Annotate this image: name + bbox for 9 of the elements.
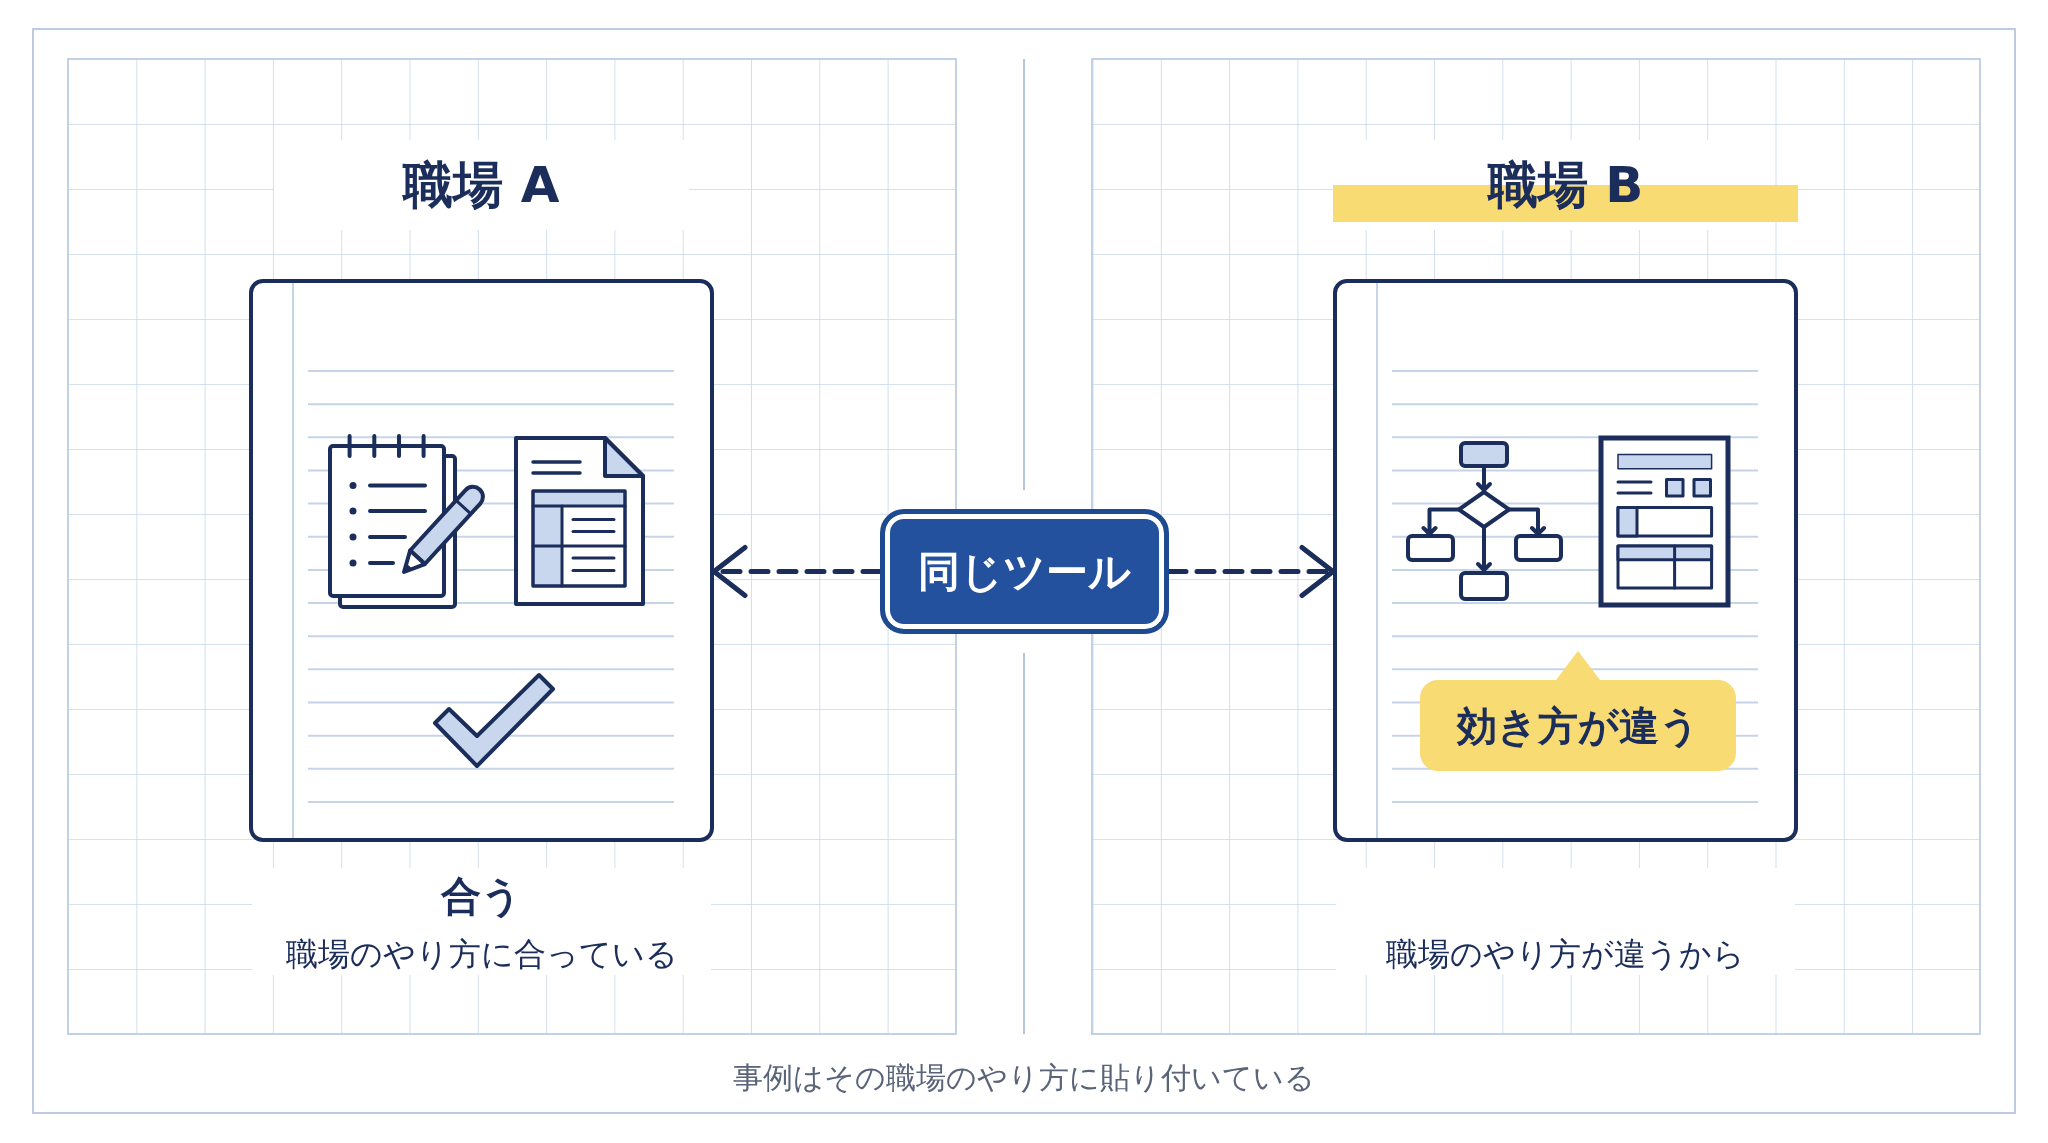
workplace-title: 職場 A: [403, 155, 560, 215]
speech-bubble: [1420, 651, 1736, 771]
description-text: 職場のやり方が違うから: [1386, 934, 1745, 975]
description-text: 職場のやり方に合っている: [285, 934, 678, 975]
bubble-text: 効き方が違う: [1456, 701, 1700, 751]
result-label: 合う: [441, 872, 522, 921]
tool-badge: [880, 509, 1169, 634]
badge-label: 同じツール: [918, 545, 1131, 598]
footer-caption: 事例はその職場のやり方に貼り付いている: [733, 1059, 1315, 1097]
